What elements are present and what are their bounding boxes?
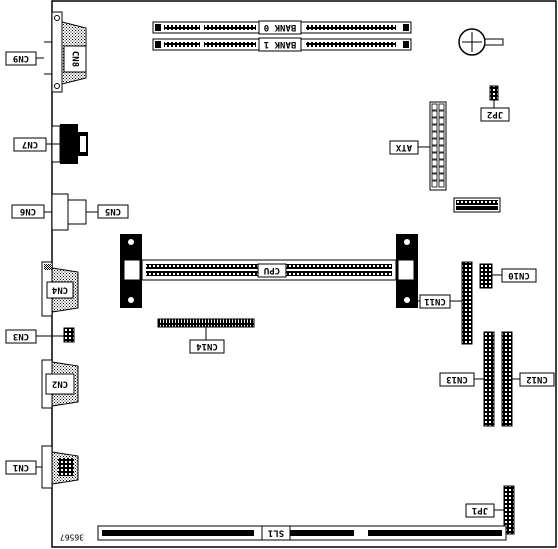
cn6-cn5-connector: CN6 CN5	[11, 193, 129, 231]
cn2-connector: CN2	[41, 359, 79, 409]
sl1-label: SL1	[268, 528, 284, 538]
cn12-connector: CN12	[501, 331, 555, 427]
cn6-label: CN6	[20, 206, 36, 216]
battery	[458, 28, 504, 56]
cn2-label: CN2	[52, 379, 68, 389]
cn13-label: CN13	[446, 374, 468, 384]
cn4-connector: CN4	[41, 261, 79, 317]
cn1-label: CN1	[13, 462, 29, 472]
cn12-label: CN12	[526, 374, 548, 384]
cn7-connector: CN7	[13, 124, 88, 164]
jp1-jumper: JP1	[465, 485, 515, 535]
atx-connector: ATX	[389, 101, 447, 191]
cn4-label: CN4	[51, 285, 68, 295]
memory-bank-0: BANK 0	[152, 20, 412, 35]
cpu-label: CPU	[264, 265, 280, 275]
cn10-label: CN10	[508, 270, 530, 280]
jp2-jumper: JP2	[480, 85, 510, 122]
memory-bank-1: BANK 1	[152, 37, 412, 52]
bank1-label: BANK 1	[264, 39, 297, 49]
cn3-label: CN3	[13, 331, 29, 341]
cn11-label: CN11	[424, 296, 446, 306]
small-header	[453, 197, 501, 213]
jp2-label: JP2	[487, 109, 503, 119]
cn14-connector: CN14	[157, 318, 255, 354]
cn5-label: CN5	[105, 206, 121, 216]
cpu-slot: CPU	[120, 234, 418, 308]
cn1-connector: CN1	[5, 445, 79, 489]
atx-label: ATX	[395, 142, 412, 152]
cn8-label: CN8	[70, 51, 80, 67]
cn11-connector: CN11	[418, 261, 473, 345]
cn9-connector: CN9	[5, 41, 53, 75]
cn14-label: CN14	[196, 341, 218, 351]
cn3-connector: CN3	[5, 327, 75, 344]
jp1-label: JP1	[472, 505, 488, 515]
cn13-connector: CN13	[439, 331, 495, 427]
cn8-connector: CN8	[51, 11, 87, 93]
figure-id: 36567	[60, 533, 84, 542]
cn10-connector: CN10	[479, 263, 537, 289]
bank0-label: BANK 0	[264, 22, 297, 32]
sl1-slot: SL1	[97, 525, 507, 541]
cn9-label: CN9	[13, 53, 29, 63]
cn7-label: CN7	[22, 139, 38, 149]
